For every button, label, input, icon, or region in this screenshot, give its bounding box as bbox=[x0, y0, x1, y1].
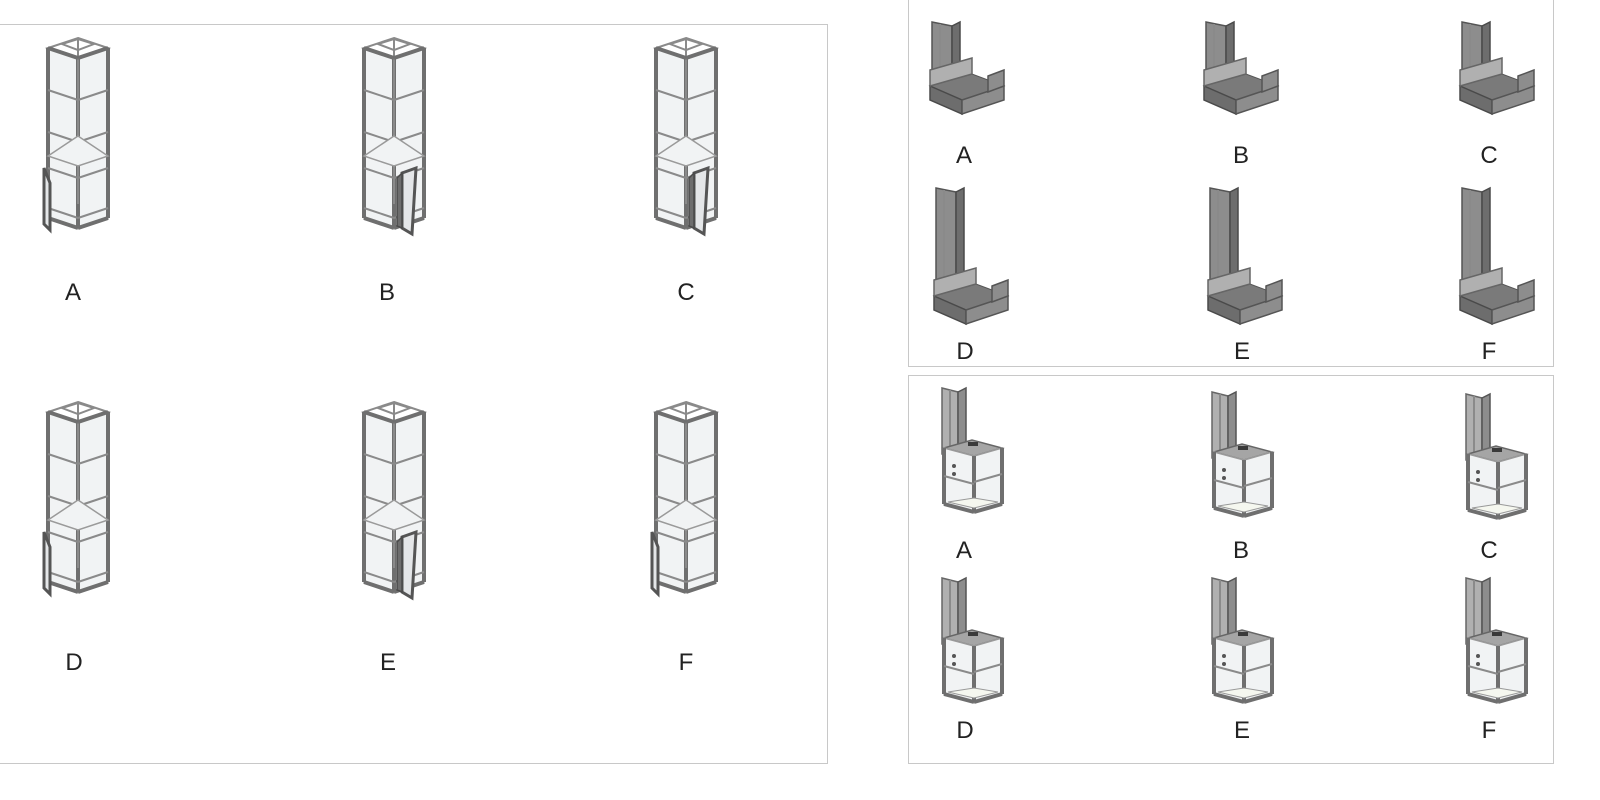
shaft-label-b: B bbox=[378, 279, 396, 306]
platform-lift-b bbox=[1202, 20, 1280, 116]
cabin-lift-a bbox=[941, 386, 1005, 514]
cabin-label-d: D bbox=[956, 717, 974, 744]
shaft-label-e: E bbox=[379, 649, 397, 676]
cabin-label-f: F bbox=[1481, 717, 1497, 744]
shaft-label-f: F bbox=[678, 649, 694, 676]
shaft-label-c: C bbox=[677, 279, 695, 306]
shaft-lift-b bbox=[360, 36, 428, 237]
shaft-label-d: D bbox=[65, 649, 83, 676]
platform-label-f: F bbox=[1481, 338, 1497, 365]
platform-lift-f bbox=[1458, 186, 1536, 326]
cabin-lift-c bbox=[1465, 392, 1529, 520]
platform-label-e: E bbox=[1233, 338, 1251, 365]
cabin-lift-f bbox=[1465, 576, 1529, 704]
cabin-lift-d bbox=[941, 576, 1005, 704]
shaft-lift-e bbox=[360, 400, 428, 601]
cabin-label-b: B bbox=[1232, 537, 1250, 564]
cabin-lift-e bbox=[1211, 576, 1275, 704]
cabin-lift-b bbox=[1211, 390, 1275, 518]
platform-lift-c bbox=[1458, 20, 1536, 116]
cabin-label-e: E bbox=[1233, 717, 1251, 744]
shaft-lift-f bbox=[650, 400, 720, 598]
platform-lift-a bbox=[928, 20, 1006, 116]
platform-label-b: B bbox=[1232, 142, 1250, 169]
cabin-label-a: A bbox=[955, 537, 973, 564]
platform-label-a: A bbox=[955, 142, 973, 169]
platform-label-d: D bbox=[956, 338, 974, 365]
platform-lift-e bbox=[1206, 186, 1284, 326]
platform-lift-d bbox=[932, 186, 1010, 326]
shaft-label-a: A bbox=[64, 279, 82, 306]
cabin-label-c: C bbox=[1480, 537, 1498, 564]
shaft-lift-c bbox=[652, 36, 720, 237]
shaft-lift-d bbox=[42, 400, 112, 598]
shaft-lift-a bbox=[42, 36, 112, 234]
platform-label-c: C bbox=[1480, 142, 1498, 169]
